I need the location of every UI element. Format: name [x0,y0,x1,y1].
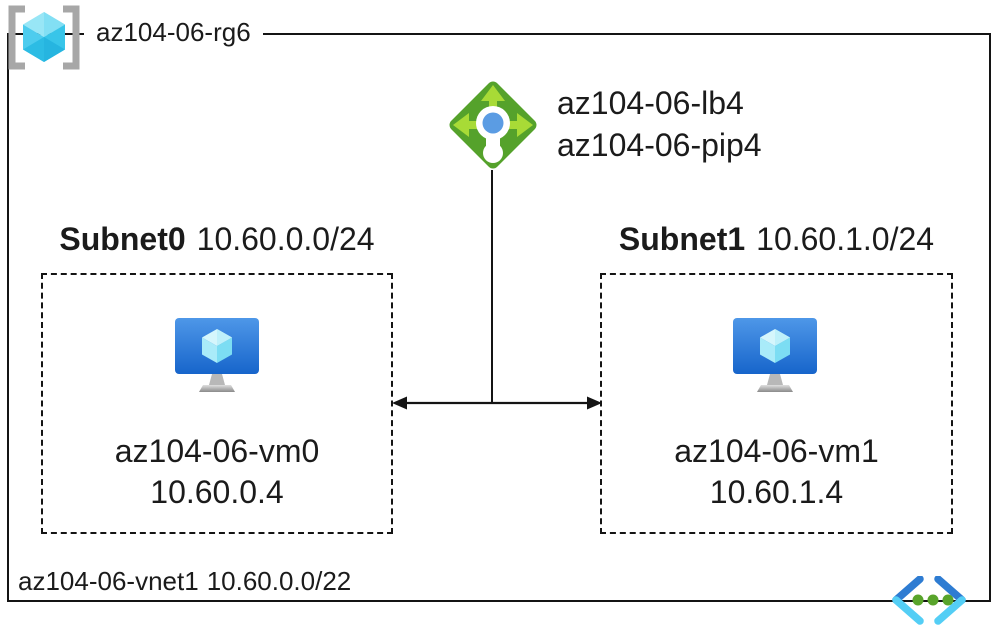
vm0-name: az104-06-vm0 [114,433,320,469]
resource-group-icon [2,1,82,75]
vnet-cidr: 10.60.0.0/22 [206,566,352,596]
vm1-name: az104-06-vm1 [674,433,879,469]
resource-group-label: az104-06-rg6 [84,13,263,51]
vnet-name: az104-06-vnet1 [18,566,199,596]
virtual-machine-icon [730,316,820,396]
subnet0-name: Subnet0 [59,221,186,257]
vm1-ip: 10.60.1.4 [709,474,844,510]
vm1-label: az104-06-vm1 10.60.1.4 [600,431,953,513]
subnet0-cidr: 10.60.0.0/24 [196,221,375,257]
virtual-network-icon [891,575,967,626]
subnet0-box [41,273,393,534]
subnet-connection-arrow [390,392,606,414]
vm0-label: az104-06-vm0 10.60.0.4 [41,431,393,513]
subnet0-label: Subnet0 10.60.0.0/24 [41,219,393,259]
subnet1-name: Subnet1 [618,221,746,257]
vm0-ip: 10.60.0.4 [150,474,284,510]
lb-connector-line [491,170,493,404]
lb-name: az104-06-lb4 [557,85,744,121]
load-balancer-icon [444,76,542,174]
resource-group-boundary [7,33,991,602]
subnet1-label: Subnet1 10.60.1.0/24 [600,219,953,259]
subnet1-box [600,273,953,534]
pip-name: az104-06-pip4 [557,127,762,163]
load-balancer-label: az104-06-lb4 az104-06-pip4 [557,82,762,166]
subnet1-cidr: 10.60.1.0/24 [756,221,935,257]
virtual-machine-icon [172,316,262,396]
